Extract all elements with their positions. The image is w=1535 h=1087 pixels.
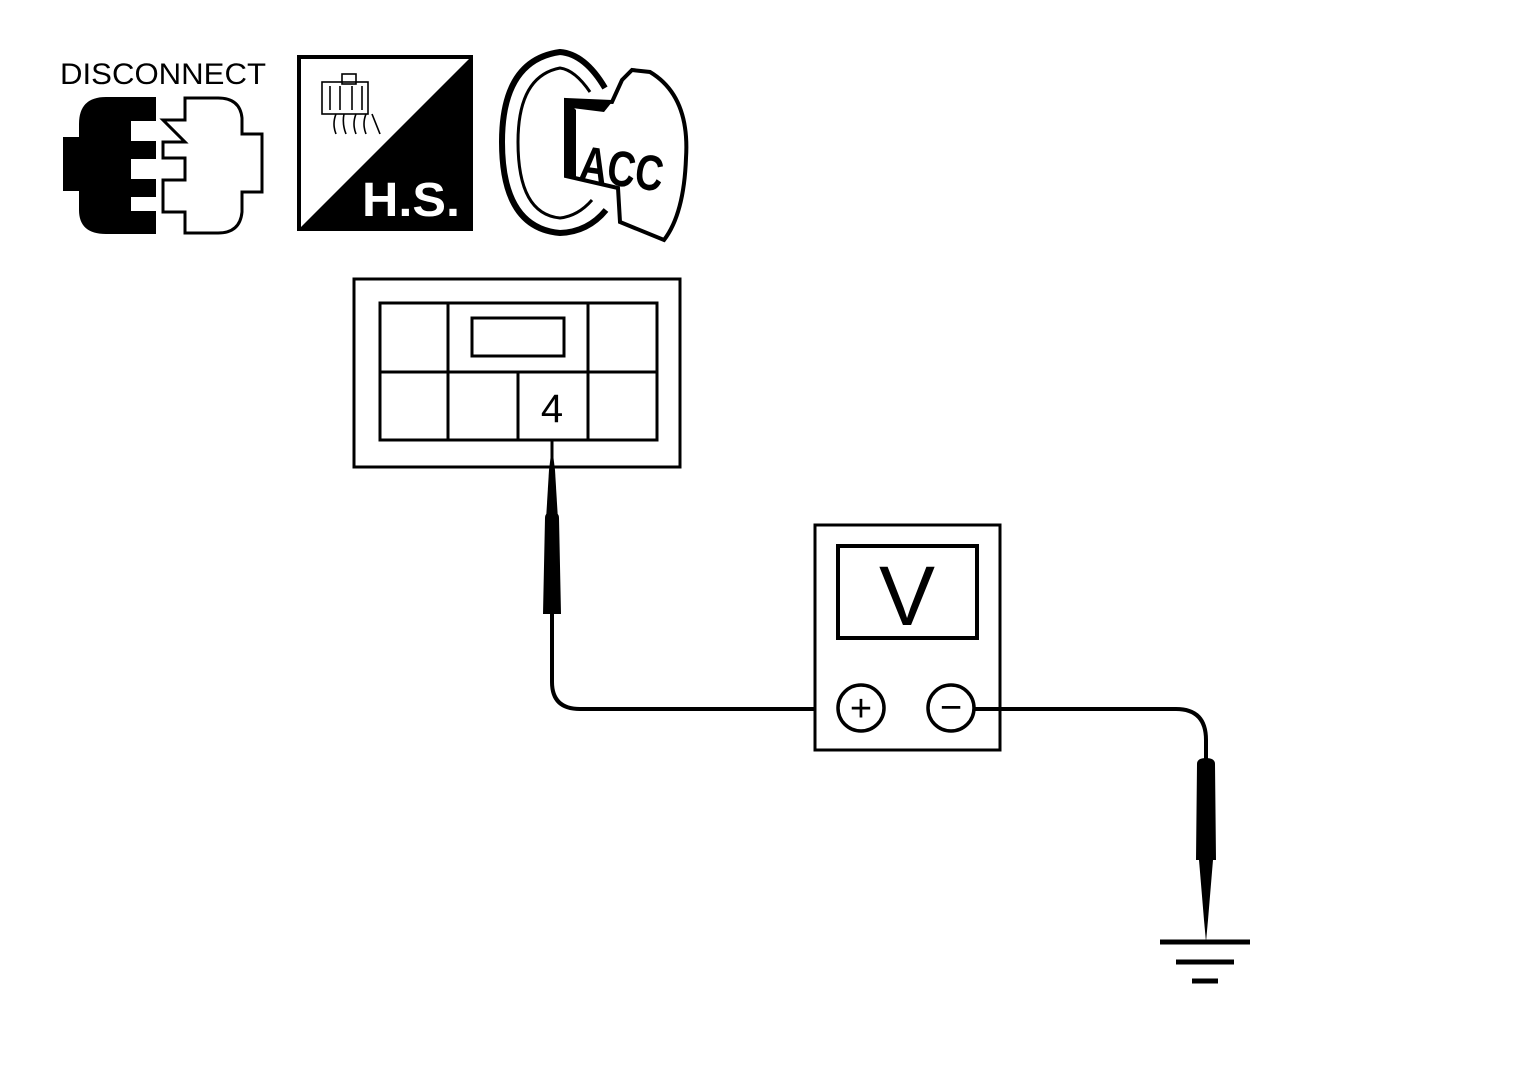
ground-icon [1160, 939, 1250, 984]
disconnect-label: DISCONNECT [60, 58, 266, 91]
voltmeter: V + − [813, 523, 1002, 752]
negative-probe [1196, 758, 1216, 942]
negative-terminal-symbol: − [940, 687, 962, 729]
ignition-acc-label: ACC [576, 135, 667, 202]
negative-terminal: − [926, 683, 976, 733]
positive-terminal: + [836, 683, 886, 733]
disconnect-icon-group: DISCONNECT [60, 58, 266, 235]
positive-lead-wire [550, 614, 838, 711]
terminal-4-label: 4 [541, 387, 563, 431]
harness-side-icon: H.S. [297, 55, 473, 231]
voltmeter-unit-label: V [879, 549, 935, 643]
harness-side-label: H.S. [362, 174, 460, 227]
ignition-key-acc-icon: ACC [498, 48, 689, 243]
positive-terminal-symbol: + [850, 688, 872, 730]
connector-lock-tab [470, 316, 566, 358]
positive-probe [543, 440, 561, 614]
harness-connector: 4 [352, 277, 682, 469]
voltmeter-display [836, 544, 979, 640]
disconnect-connector-icon [63, 96, 264, 235]
negative-lead-wire [974, 707, 1208, 764]
